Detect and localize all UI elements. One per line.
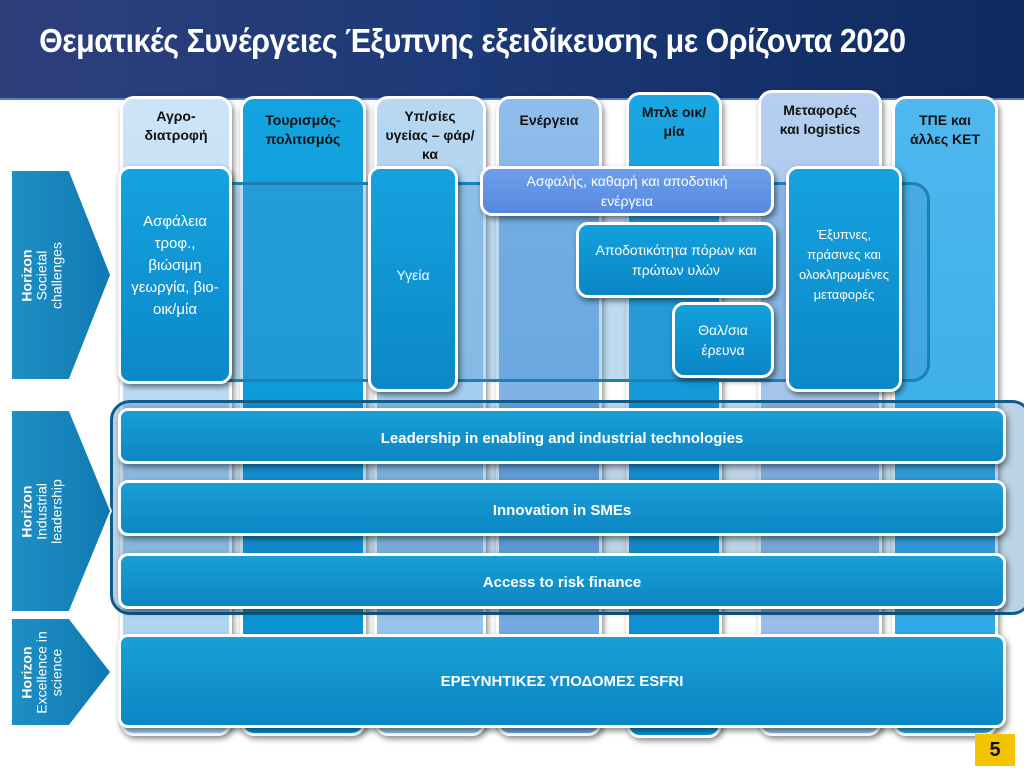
bar-leadership-technologies: Leadership in enabling and industrial te… [118, 408, 1006, 464]
sector-label-ict-ket: ΤΠΕ και άλλες KET [910, 112, 980, 147]
sector-label-tourism: Τουρισμός-πολιτισμός [265, 112, 341, 147]
challenge-resource-efficiency-label: Αποδοτικότητα πόρων και πρώτων υλών [595, 242, 757, 278]
arrow-industrial-label: Industrial leadership [33, 478, 65, 544]
sector-label-blue-economy: Μπλε οικ/μία [641, 104, 707, 139]
bar-leadership-technologies-label: Leadership in enabling and industrial te… [380, 430, 744, 447]
bar-innovation-smes: Innovation in SMEs [118, 480, 1006, 536]
arrow-science-text: Horizon Excellence in science [12, 619, 72, 725]
sector-label-health-services: Υπ/σίες υγείας – φάρ/κα [385, 108, 475, 162]
arrow-societal-horizon: Horizon [18, 248, 35, 302]
sector-label-agrofood: Αγρο-διατροφή [144, 108, 208, 143]
challenge-marine-research: Θαλ/σια έρευνα [672, 302, 774, 378]
challenge-smart-transport-label: Έξυπνες, πράσινες και ολοκληρωμένες μετα… [798, 227, 890, 302]
arrow-industrial-text: Horizon Industrial leadership [12, 411, 72, 611]
arrow-societal-text: Horizon Societal challenges [12, 171, 72, 379]
bar-risk-finance: Access to risk finance [118, 553, 1006, 609]
sector-label-energy: Ενέργεια [519, 112, 579, 128]
arrow-science-label: Excellence in science [33, 630, 65, 714]
challenge-health-label: Υγεία [396, 267, 430, 283]
bar-risk-finance-label: Access to risk finance [482, 574, 642, 591]
arrow-societal-label: Societal challenges [33, 241, 65, 309]
bar-innovation-smes-label: Innovation in SMEs [492, 502, 632, 519]
challenge-resource-efficiency: Αποδοτικότητα πόρων και πρώτων υλών [576, 222, 776, 298]
challenge-food-security: Ασφάλεια τροφ., βιώσιμη γεωργία, βιο-οικ… [118, 166, 232, 384]
bar-esfri-infrastructures: ΕΡΕΥΝΗΤΙΚΕΣ ΥΠΟΔΟΜΕΣ ESFRI [118, 634, 1006, 728]
challenge-energy-label: Ασφαλής, καθαρή και αποδοτική ενέργεια [526, 173, 728, 209]
slide-header: Θεματικές Συνέργειες Έξυπνης εξειδίκευση… [0, 0, 1024, 100]
slide-title: Θεματικές Συνέργειες Έξυπνης εξειδίκευση… [39, 22, 906, 59]
arrow-science-horizon: Horizon [18, 645, 35, 699]
page-number-badge: 5 [975, 734, 1015, 766]
arrow-industrial-horizon: Horizon [18, 484, 35, 538]
challenge-smart-transport: Έξυπνες, πράσινες και ολοκληρωμένες μετα… [786, 166, 902, 392]
sector-label-transport: Μεταφορές και logistics [779, 102, 861, 137]
challenge-marine-research-label: Θαλ/σια έρευνα [698, 322, 748, 358]
challenge-food-security-label: Ασφάλεια τροφ., βιώσιμη γεωργία, βιο-οικ… [131, 213, 219, 318]
bar-esfri-infrastructures-label: ΕΡΕΥΝΗΤΙΚΕΣ ΥΠΟΔΟΜΕΣ ESFRI [440, 673, 684, 690]
challenge-energy: Ασφαλής, καθαρή και αποδοτική ενέργεια [480, 166, 774, 216]
challenge-health: Υγεία [368, 166, 458, 392]
